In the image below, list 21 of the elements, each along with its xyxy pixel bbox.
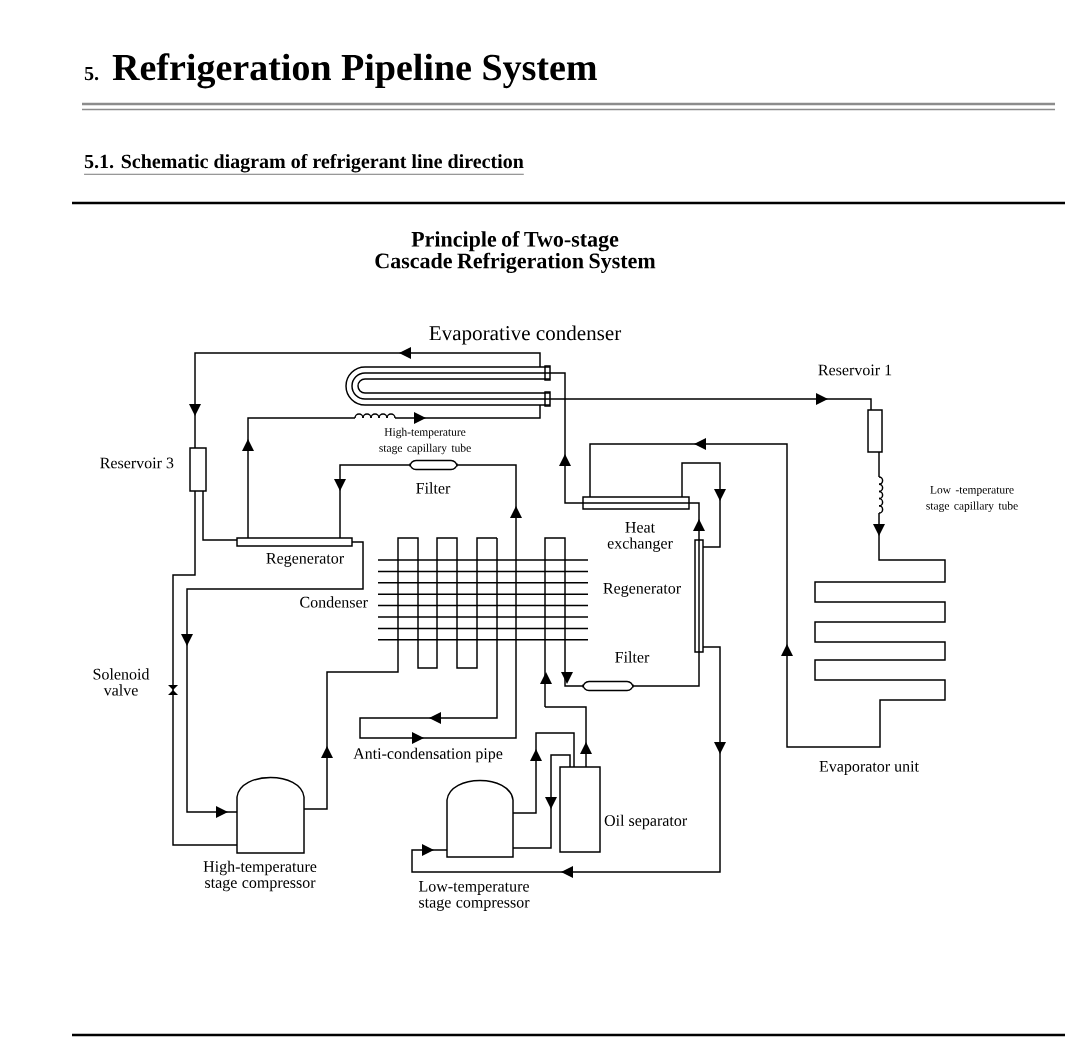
section-heading: Refrigeration Pipeline System [112, 53, 597, 89]
component-label: Reservoir 3 [100, 457, 174, 469]
component-label: Low-temperature stage compressor [418, 881, 530, 911]
component-label: Regenerator [266, 553, 344, 567]
component-label: Anti-condensation pipe [353, 747, 503, 763]
component-label: Solenoid valve [93, 668, 150, 696]
component-label: Filter [615, 651, 650, 663]
diagram-title: Principle of Two-stage Cascade Refrigeration System [375, 231, 656, 273]
component-label: Heat exchanger [607, 522, 673, 552]
component-label: Reservoir 1 [818, 364, 892, 376]
section-heading: 5.1. Schematic diagram of refrigerant line direction [83, 153, 525, 175]
component-label: Evaporator unit [819, 761, 919, 775]
component-label: Evaporative condenser [429, 325, 622, 345]
component-label: Regenerator [603, 583, 681, 597]
component-label: Low -temperature stage capillary tube [926, 486, 1018, 512]
component-label: High-temperature stage compressor [203, 860, 317, 892]
component-label: High-temperature stage capillary tube [379, 427, 471, 455]
component-label: Condenser [300, 596, 368, 608]
section-heading: 5. [84, 66, 99, 81]
component-label: Filter [416, 482, 451, 494]
component-label: Oil separator [604, 814, 687, 830]
